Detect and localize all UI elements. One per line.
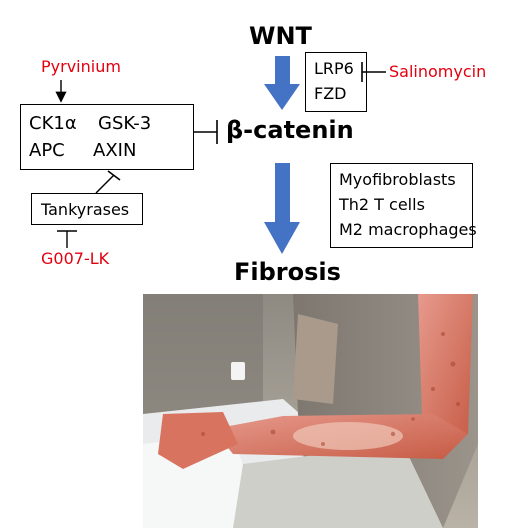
tankyrases-box: Tankyrases <box>31 193 143 225</box>
g007-lk-label: G007-LK <box>41 249 110 268</box>
salinomycin-label: Salinomycin <box>389 62 487 81</box>
tankyrases-label: Tankyrases <box>41 200 130 219</box>
catenin-to-fibrosis-arrow <box>264 163 300 254</box>
pathway-connectors <box>55 56 386 254</box>
tankyrases-inhibits-axin <box>95 174 115 194</box>
pyrvinium-label: Pyrvinium <box>41 57 121 76</box>
effect-m2-macrophages: M2 macrophages <box>339 220 477 239</box>
receptor-lrp6: LRP6 <box>314 59 354 78</box>
receptor-fzd: FZD <box>314 84 347 103</box>
patient-arm-image <box>143 294 478 528</box>
complex-axin: AXIN <box>93 140 137 161</box>
destruction-complex-box: CK1α GSK-3 APC AXIN <box>20 104 194 170</box>
effect-th2-t-cells: Th2 T cells <box>339 195 425 214</box>
clinical-photo <box>143 294 478 528</box>
complex-gsk3: GSK-3 <box>98 113 152 134</box>
fibrosis-title: Fibrosis <box>234 258 341 286</box>
effect-myofibroblasts: Myofibroblasts <box>339 170 456 189</box>
wnt-to-catenin-arrow <box>264 56 300 110</box>
beta-catenin-title: β-catenin <box>226 116 354 144</box>
wnt-title: WNT <box>249 22 312 50</box>
receptor-box: LRP6 FZD <box>305 52 367 112</box>
complex-ck1a: CK1α <box>29 113 77 134</box>
complex-apc: APC <box>29 140 65 161</box>
effects-box: Myofibroblasts Th2 T cells M2 macrophage… <box>330 163 477 248</box>
